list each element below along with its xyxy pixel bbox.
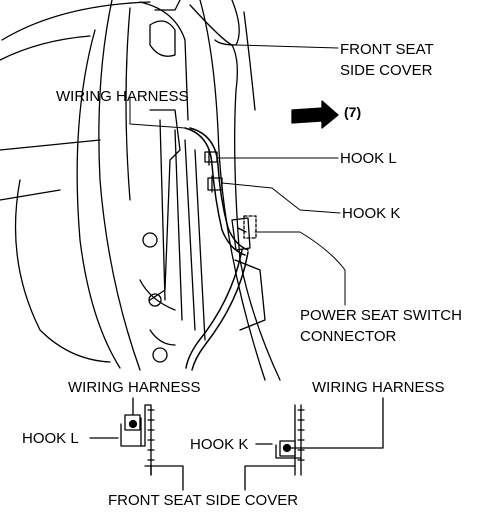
main-hooks bbox=[204, 149, 223, 193]
label-hook-k-detail: HOOK K bbox=[190, 436, 249, 453]
label-wiring-harness-left: WIRING HARNESS bbox=[68, 379, 201, 396]
label-hook-k-main: HOOK K bbox=[342, 205, 401, 222]
leader-lines bbox=[129, 44, 346, 306]
detail-hook-k-drawing bbox=[244, 397, 384, 491]
label-wiring-harness-right: WIRING HARNESS bbox=[312, 379, 445, 396]
direction-arrow bbox=[291, 100, 339, 129]
wiring-harness-path bbox=[184, 127, 249, 371]
connector-shape bbox=[231, 215, 257, 251]
label-wiring-harness-top: WIRING HARNESS bbox=[56, 88, 189, 105]
label-front-seat-side-cover-2: SIDE COVER bbox=[340, 62, 433, 79]
seat-frame-details bbox=[139, 0, 266, 363]
label-front-seat-side-cover-bottom: FRONT SEAT SIDE COVER bbox=[108, 492, 299, 509]
detail-hook-l-drawing bbox=[89, 397, 184, 491]
label-power-seat-switch-2: CONNECTOR bbox=[300, 328, 397, 345]
label-step-ref: (7) bbox=[344, 104, 362, 120]
seat-outline bbox=[0, 0, 189, 371]
label-power-seat-switch-1: POWER SEAT SWITCH bbox=[300, 307, 462, 324]
label-hook-l-detail: HOOK L bbox=[22, 430, 79, 447]
label-front-seat-side-cover-1: FRONT SEAT bbox=[340, 41, 434, 58]
label-hook-l-main: HOOK L bbox=[340, 150, 397, 167]
